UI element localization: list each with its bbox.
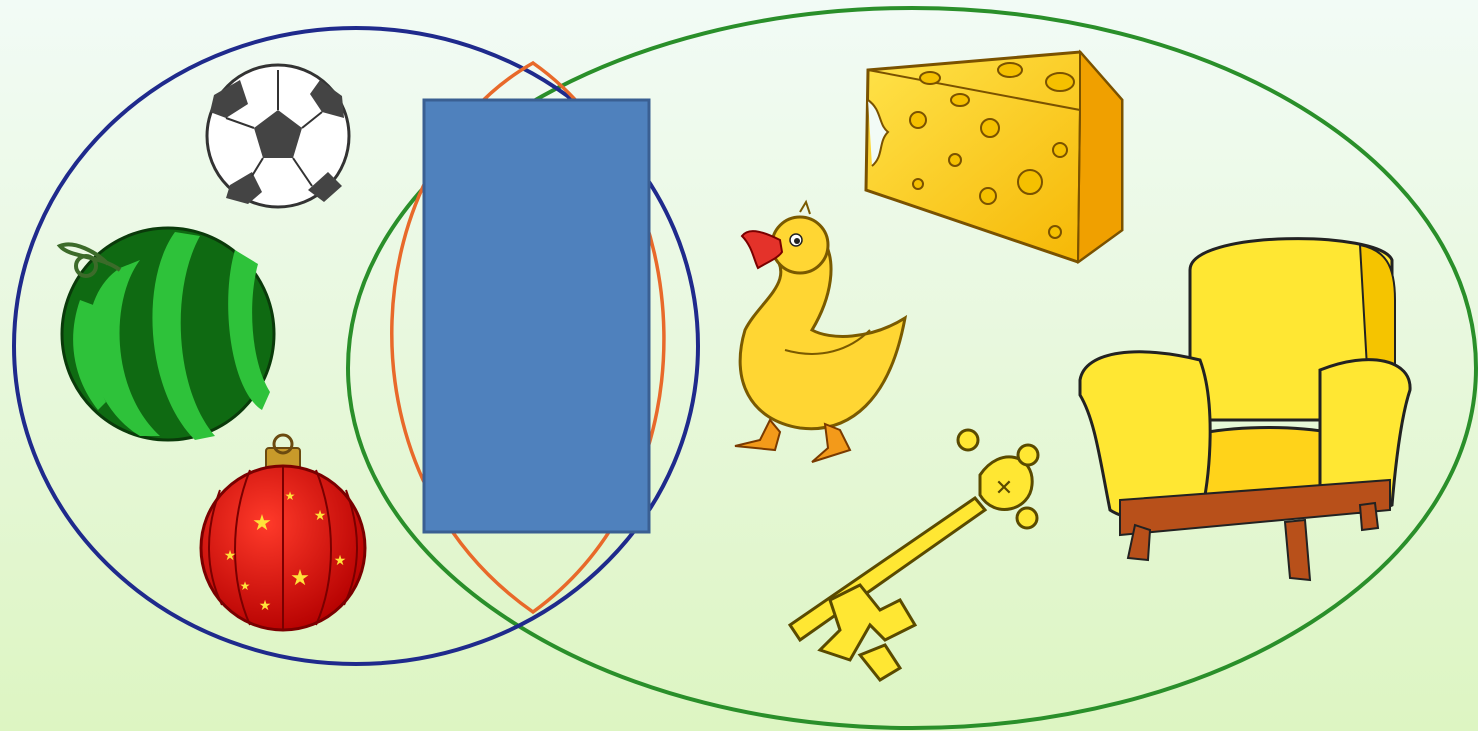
soccer-ball-icon	[207, 65, 349, 207]
svg-text:★: ★	[240, 579, 251, 593]
svg-text:★: ★	[252, 511, 272, 536]
svg-text:★: ★	[334, 553, 347, 569]
svg-text:★: ★	[259, 598, 272, 614]
svg-text:★: ★	[224, 548, 237, 564]
svg-text:★: ★	[290, 566, 310, 591]
hidden-intersection-card[interactable]	[424, 100, 649, 532]
svg-text:★: ★	[285, 489, 296, 503]
svg-text:✕: ✕	[995, 476, 1013, 501]
watermelon-icon	[60, 228, 274, 440]
svg-text:★: ★	[314, 508, 327, 524]
